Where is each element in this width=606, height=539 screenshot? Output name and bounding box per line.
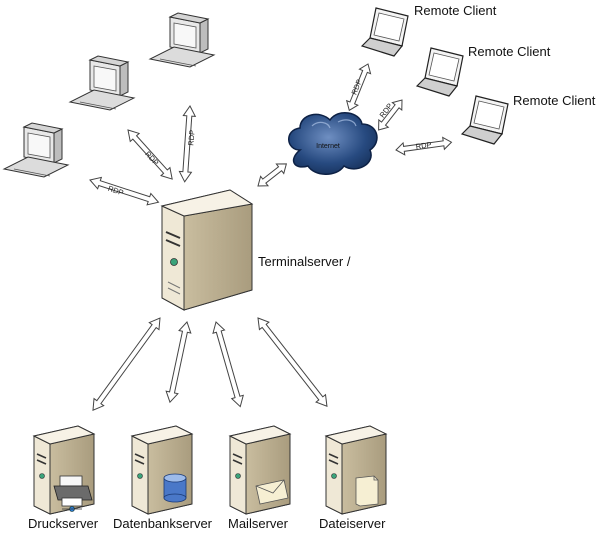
- internet-label: Internet: [316, 143, 340, 150]
- datenbankserver-label: Datenbankserver: [113, 516, 213, 531]
- envelope-icon: [255, 479, 289, 505]
- remote-client-label: Remote Client: [468, 44, 551, 59]
- database-icon: [163, 473, 187, 503]
- printer-icon: [53, 475, 93, 512]
- server-icon: [160, 189, 254, 311]
- druckserver-label: Druckserver: [28, 516, 99, 531]
- rdp-label: RDP: [107, 184, 125, 197]
- mailserver-label: Mailserver: [228, 516, 289, 531]
- document-icon: [355, 475, 379, 507]
- connection-arrows: [89, 63, 453, 412]
- remote-client-label: Remote Client: [414, 3, 497, 18]
- rdp-label: RDP: [186, 129, 196, 146]
- dateiserver-label: Dateiserver: [319, 516, 386, 531]
- remote-client-label: Remote Client: [513, 93, 596, 108]
- desktop-computer-icon: [2, 12, 216, 178]
- terminal-server-label: Terminalserver /: [258, 254, 351, 269]
- laptop-icon: [360, 7, 509, 145]
- rdp-label: RDP: [415, 140, 432, 151]
- cloud-icon: [288, 112, 378, 175]
